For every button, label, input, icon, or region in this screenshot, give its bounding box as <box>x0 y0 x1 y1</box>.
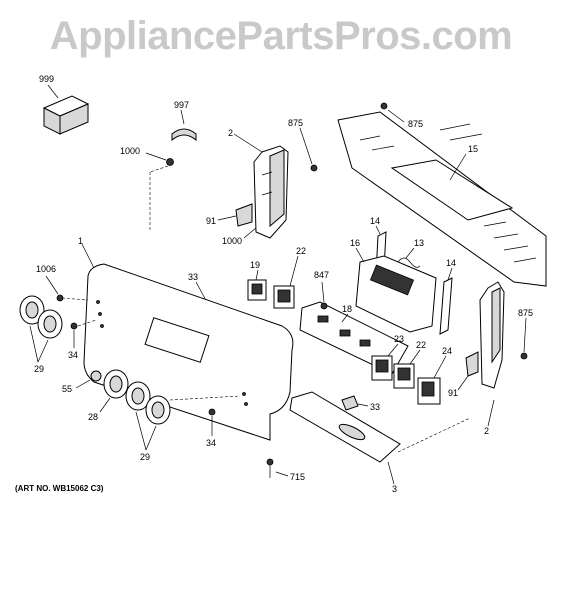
part-29-knob-left-b[interactable] <box>37 309 63 339</box>
callout-1000-top: 1000 <box>120 146 140 156</box>
part-29-knob-lower-a[interactable] <box>125 381 151 411</box>
callout-14-upper: 14 <box>370 216 380 226</box>
callout-715: 715 <box>290 472 305 482</box>
part-2-end-bracket-right[interactable] <box>479 281 505 389</box>
callout-34-left: 34 <box>68 350 78 360</box>
callout-55: 55 <box>62 384 72 394</box>
part-715-screw[interactable] <box>266 458 274 478</box>
callout-1006: 1006 <box>36 264 56 274</box>
callout-1000-lower: 1000 <box>222 236 242 246</box>
callout-33-upper: 33 <box>188 272 198 282</box>
callout-847: 847 <box>314 270 329 280</box>
part-28-knob[interactable] <box>103 369 129 399</box>
watermark-text: AppliancePartsPros.com <box>49 14 513 58</box>
part-1-control-panel[interactable] <box>83 263 294 441</box>
callout-999: 999 <box>39 74 54 84</box>
part-34-spring-left[interactable] <box>70 322 78 330</box>
part-3-trim-piece[interactable] <box>289 391 401 463</box>
part-16-control-board[interactable] <box>355 255 437 333</box>
callout-875-right: 875 <box>518 308 533 318</box>
callout-14-lower: 14 <box>446 258 456 268</box>
part-847-screw[interactable] <box>320 302 328 310</box>
part-91-bracket-left[interactable] <box>235 203 253 227</box>
part-91-bracket-right[interactable] <box>465 351 479 377</box>
part-13-wire-clip[interactable] <box>397 257 421 268</box>
part-33-clip-lower[interactable] <box>341 395 359 411</box>
callout-18: 18 <box>342 304 352 314</box>
callout-22-upper: 22 <box>296 246 306 256</box>
callout-91-left: 91 <box>206 216 216 226</box>
callout-875-top: 875 <box>408 119 423 129</box>
callout-33-lower: 33 <box>370 402 380 412</box>
callout-1: 1 <box>78 236 83 246</box>
part-875-screw[interactable] <box>310 164 318 172</box>
callout-34-lower: 34 <box>206 438 216 448</box>
callout-24: 24 <box>442 346 452 356</box>
callout-875-upper: 875 <box>288 118 303 128</box>
part-34-spring-lower[interactable] <box>208 408 216 416</box>
part-14-bracket-lower[interactable] <box>439 277 453 335</box>
part-875-screw-top[interactable] <box>380 102 388 110</box>
callout-29-left: 29 <box>34 364 44 374</box>
callout-997: 997 <box>174 100 189 110</box>
callout-2-right: 2 <box>484 426 489 436</box>
part-29-knob-lower-b[interactable] <box>145 395 171 425</box>
part-29-knob-left-a[interactable] <box>19 295 45 325</box>
part-22-switch-upper[interactable] <box>273 285 295 309</box>
callout-15: 15 <box>468 144 478 154</box>
part-2-end-bracket-left[interactable] <box>253 145 289 239</box>
part-55-ring[interactable] <box>90 370 102 382</box>
part-15-rear-panel[interactable] <box>337 111 547 287</box>
callout-23: 23 <box>394 334 404 344</box>
callout-91-right: 91 <box>448 388 458 398</box>
callout-28: 28 <box>88 412 98 422</box>
callout-19: 19 <box>250 260 260 270</box>
part-23-switch[interactable] <box>371 355 393 381</box>
part-1000-screw[interactable] <box>166 158 174 166</box>
callout-22-lower: 22 <box>416 340 426 350</box>
callout-2-left: 2 <box>228 128 233 138</box>
part-22-switch-lower[interactable] <box>393 363 415 389</box>
callout-3: 3 <box>392 484 397 494</box>
part-24-switch[interactable] <box>417 377 441 405</box>
part-999-box[interactable] <box>42 95 90 135</box>
part-19-switch[interactable] <box>247 279 267 301</box>
callout-16: 16 <box>350 238 360 248</box>
art-number: (ART NO. WB15062 C3) <box>15 484 104 493</box>
part-997-clip[interactable] <box>171 128 197 142</box>
callout-13: 13 <box>414 238 424 248</box>
part-875-screw-right[interactable] <box>520 352 528 360</box>
callout-29-lower: 29 <box>140 452 150 462</box>
